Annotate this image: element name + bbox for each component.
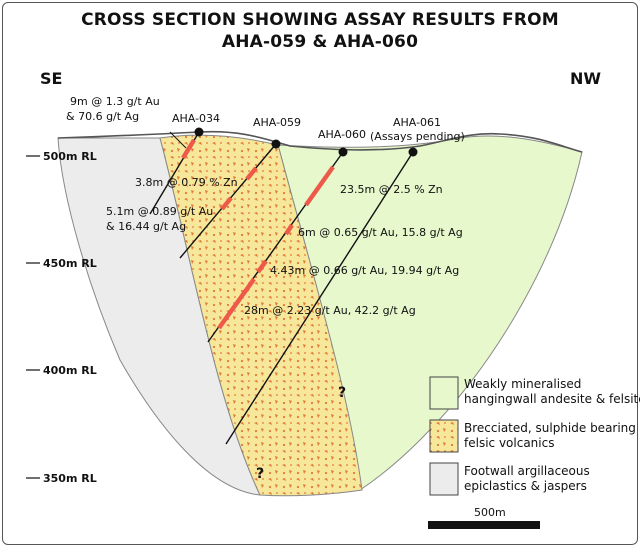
collar-aha060: [338, 147, 348, 157]
elevation-400: 400m RL: [43, 364, 97, 377]
elevation-450: 450m RL: [43, 257, 97, 270]
assay-a3-line2: & 16.44 g/t Ag: [106, 220, 186, 233]
assay-a4: 23.5m @ 2.5 % Zn: [340, 183, 443, 196]
uncertain-marker-2: ?: [256, 466, 264, 482]
intercept-a3: [220, 196, 233, 211]
assay-a2: 3.8m @ 0.79 % Zn: [135, 176, 238, 189]
assay-a7: 28m @ 2.23 g/t Au, 42.2 g/t Ag: [244, 304, 416, 317]
direction-nw: NW: [570, 69, 601, 88]
assay-a5: 6m @ 0.65 g/t Au, 15.8 g/t Ag: [298, 226, 463, 239]
uncertain-marker-1: ?: [338, 385, 346, 401]
collar-aha059: [271, 139, 281, 149]
figure-title-line1: CROSS SECTION SHOWING ASSAY RESULTS FROM: [81, 10, 559, 30]
elevation-500: 500m RL: [43, 150, 97, 163]
label-aha061-note: (Assays pending): [370, 130, 465, 143]
intercepts: [181, 138, 335, 330]
collar-aha061: [408, 147, 418, 157]
label-aha060: AHA-060: [318, 128, 366, 141]
legend-swatch-hangingwall: [429, 376, 459, 410]
intercept-a6: [256, 259, 268, 274]
intercept-a4: [304, 165, 335, 207]
collar-aha034: [194, 127, 204, 137]
scale-bar-label: 500m: [474, 506, 506, 519]
direction-se: SE: [40, 69, 62, 88]
elevation-350: 350m RL: [43, 472, 97, 485]
legend-swatch-breccia: [429, 419, 459, 453]
intercept-a7: [217, 277, 256, 330]
legend-footwall-line2: epiclastics & jaspers: [464, 479, 587, 493]
legend-breccia-line1: Brecciated, sulphide bearing: [464, 421, 636, 435]
intercept-a1: [181, 138, 196, 160]
intercept-a5: [284, 223, 294, 236]
annotation-pointer: [169, 131, 187, 149]
assay-a3-line1: 5.1m @ 0.89 g/t Au: [106, 205, 213, 218]
legend-hangingwall-line2: hangingwall andesite & felsite: [464, 392, 640, 406]
assay-a1-line1: 9m @ 1.3 g/t Au: [70, 95, 160, 108]
legend: Weakly mineralised hangingwall andesite …: [429, 376, 640, 496]
assay-a6: 4.43m @ 0.66 g/t Au, 19.94 g/t Ag: [270, 264, 459, 277]
legend-breccia-line2: felsic volcanics: [464, 436, 554, 450]
label-aha034: AHA-034: [172, 112, 220, 125]
intercept-a2: [245, 166, 258, 181]
legend-footwall-line1: Footwall argillaceous: [464, 464, 590, 478]
label-aha061: AHA-061: [393, 116, 441, 129]
hole-aha061: [225, 151, 414, 445]
assay-a1-line2: & 70.6 g/t Ag: [66, 110, 139, 123]
legend-swatch-footwall: [429, 462, 459, 496]
figure-title-line2: AHA-059 & AHA-060: [221, 32, 419, 52]
scale-bar: [428, 521, 540, 529]
label-aha059: AHA-059: [253, 116, 301, 129]
legend-hangingwall-line1: Weakly mineralised: [464, 377, 581, 391]
